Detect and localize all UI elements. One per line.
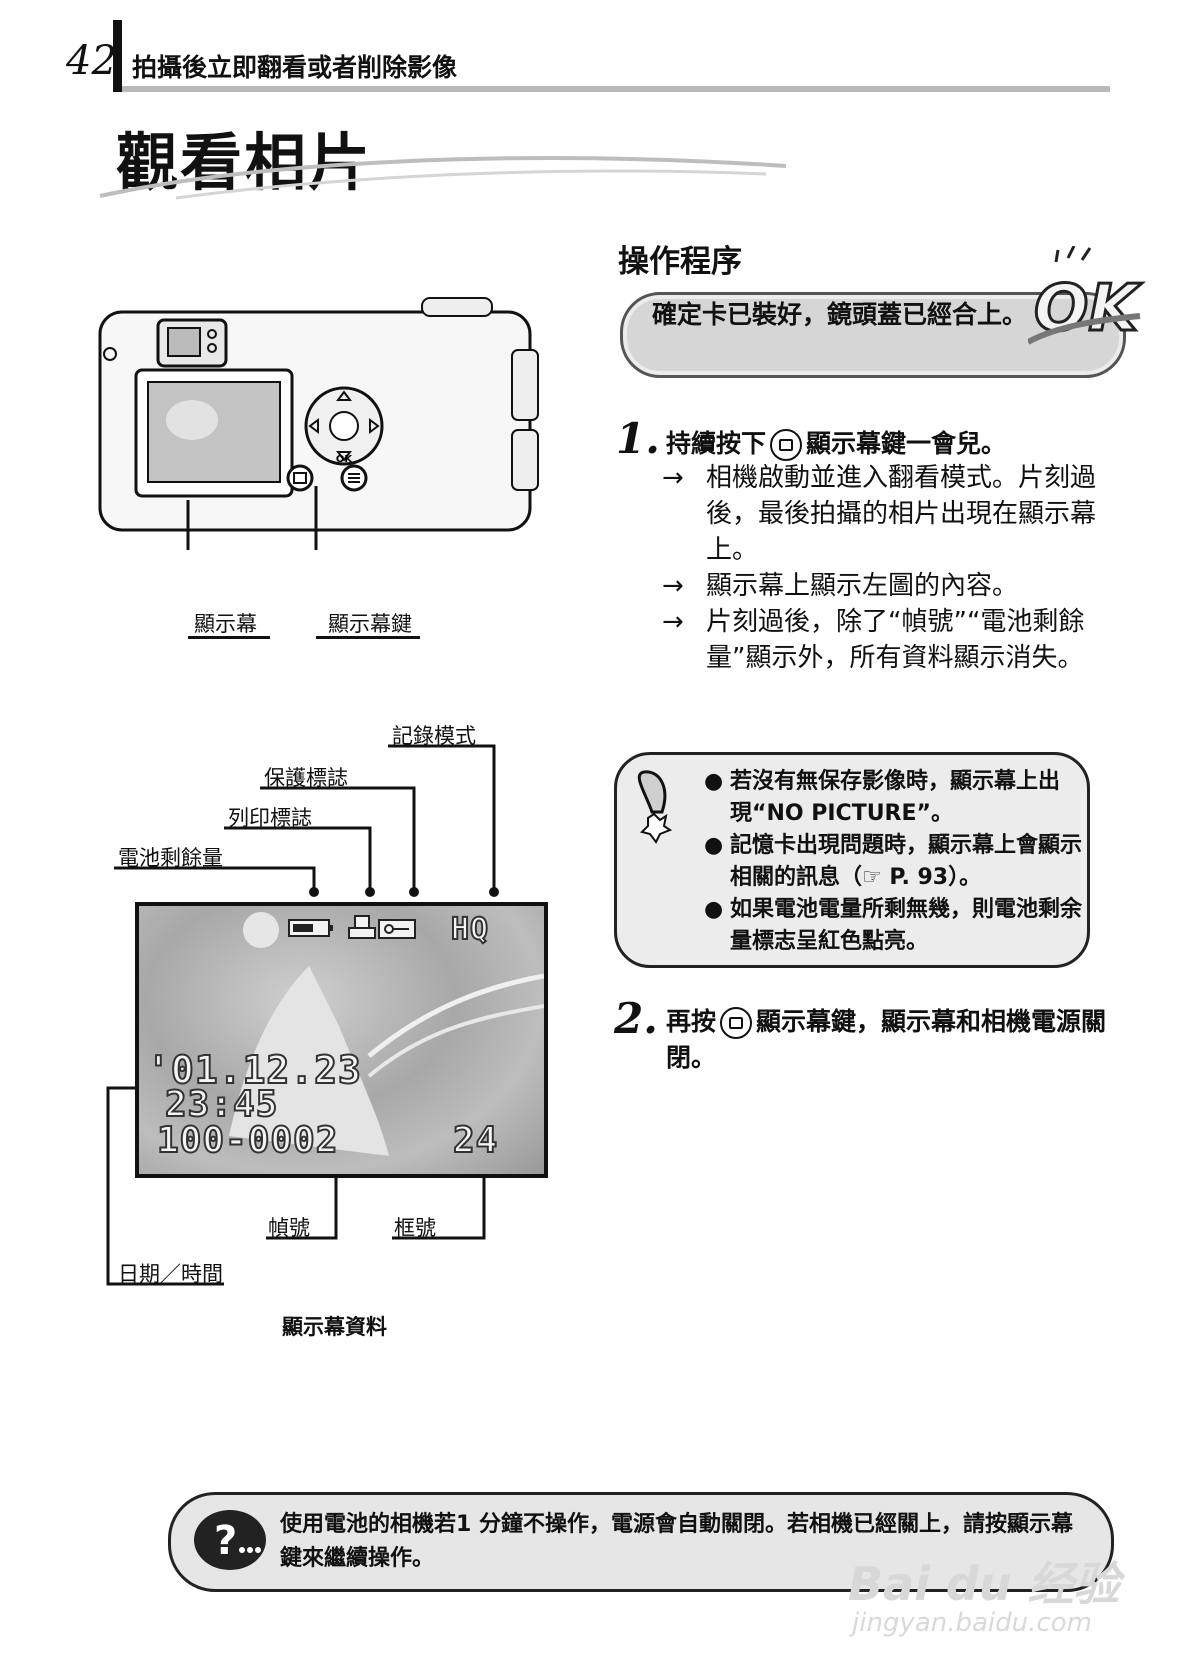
- svg-text:OK: OK: [336, 454, 354, 465]
- hint-pin-icon: [637, 770, 673, 844]
- header-bar: [113, 20, 122, 92]
- ok-logo-icon: OK: [1028, 246, 1144, 348]
- monitor-label-rule: [188, 636, 270, 639]
- camera-back-illustration: OK: [98, 297, 539, 550]
- monitor-button-icon: [770, 429, 803, 461]
- question-bubble-icon: ?: [194, 1510, 266, 1570]
- note-item-1: ●若沒有無保存影像時，顯示幕上出現“NO PICTURE”。: [704, 769, 1061, 826]
- lcd-file-number: 100-0002: [156, 1119, 339, 1162]
- lcd-frames-left: 24: [452, 1119, 499, 1162]
- directional-pad-icon: [304, 386, 384, 466]
- step-1-result-2: →顯示幕上顯示左圖的內容。: [662, 571, 1019, 601]
- page-number: 42: [66, 38, 117, 84]
- header-rule: [122, 86, 1110, 92]
- lcd-date: '01.12.23: [146, 1047, 362, 1093]
- title-swoosh: [99, 156, 787, 200]
- step-1-number: 1.: [616, 414, 660, 463]
- step-2-title: 再按顯示幕鍵，顯示幕和相機電源關閉。: [666, 1007, 1107, 1072]
- note-item-2: ●記憶卡出現問題時，顯示幕上會顯示相關的訊息（☞ P. 93）。: [704, 833, 1083, 890]
- svg-text:?: ?: [214, 1518, 237, 1564]
- print-mark-label: 列印標誌: [228, 806, 312, 830]
- step-1-result-1: →相機啟動並進入翻看模式。片刻過後，最後拍攝的相片出現在顯示幕上。: [662, 463, 1097, 565]
- protect-mark-icon: [378, 919, 416, 939]
- display-callout-lines: [106, 744, 499, 1286]
- date-time-label: 日期／時間: [118, 1262, 223, 1286]
- chapter-title: 拍攝後立即翻看或者削除影像: [132, 53, 458, 82]
- tip-box: [168, 1492, 1114, 1592]
- watermark-logo: Bai du 经验: [848, 1557, 1120, 1611]
- frame-count-label: 框號: [394, 1216, 436, 1240]
- step-1-title: 持續按下顯示幕鍵一會兒。: [666, 424, 1006, 461]
- svg-text:OK: OK: [1034, 272, 1142, 346]
- print-mark-icon: [348, 915, 376, 939]
- prerequisite-text: 確定卡已裝好，鏡頭蓋已經合上。: [652, 300, 1028, 329]
- step-2-number: 2.: [614, 994, 658, 1043]
- monitor-button-label: 顯示幕鍵: [328, 612, 412, 636]
- display-caption: 顯示幕資料: [282, 1315, 387, 1339]
- battery-label: 電池剩餘量: [118, 846, 223, 870]
- lcd-display: HQ '01.12.23 23:45 100-0002 24: [135, 902, 548, 1178]
- monitor-button-icon: [720, 1007, 753, 1039]
- viewfinder-icon: [156, 318, 228, 368]
- tip-text: 使用電池的相機若1 分鐘不操作，電源會自動關閉。若相機已經關上，請按顯示幕鍵來繼…: [280, 1512, 1073, 1571]
- frame-id-label: 幀號: [268, 1216, 310, 1240]
- record-mode-label: 記錄模式: [392, 724, 476, 748]
- step-1-result-3: →片刻過後，除了“幀號”“電池剩餘量”顯示外，所有資料顯示消失。: [662, 607, 1085, 673]
- lcd-quality: HQ: [450, 911, 490, 948]
- monitor-label: 顯示幕: [194, 612, 257, 636]
- watermark-url: jingyan.baidu.com: [852, 1608, 1092, 1638]
- lcd-time: 23:45: [164, 1083, 279, 1126]
- lcd-photo: [229, 912, 544, 1156]
- monitor-button-label-rule: [316, 636, 420, 639]
- section-heading: 操作程序: [618, 244, 742, 280]
- note-item-3: ●如果電池電量所剩無幾，則電池剩余量標志呈紅色點亮。: [704, 897, 1083, 954]
- monitor-button-icon: [286, 464, 314, 492]
- note-box: [614, 752, 1090, 968]
- protect-mark-label: 保護標誌: [264, 766, 348, 790]
